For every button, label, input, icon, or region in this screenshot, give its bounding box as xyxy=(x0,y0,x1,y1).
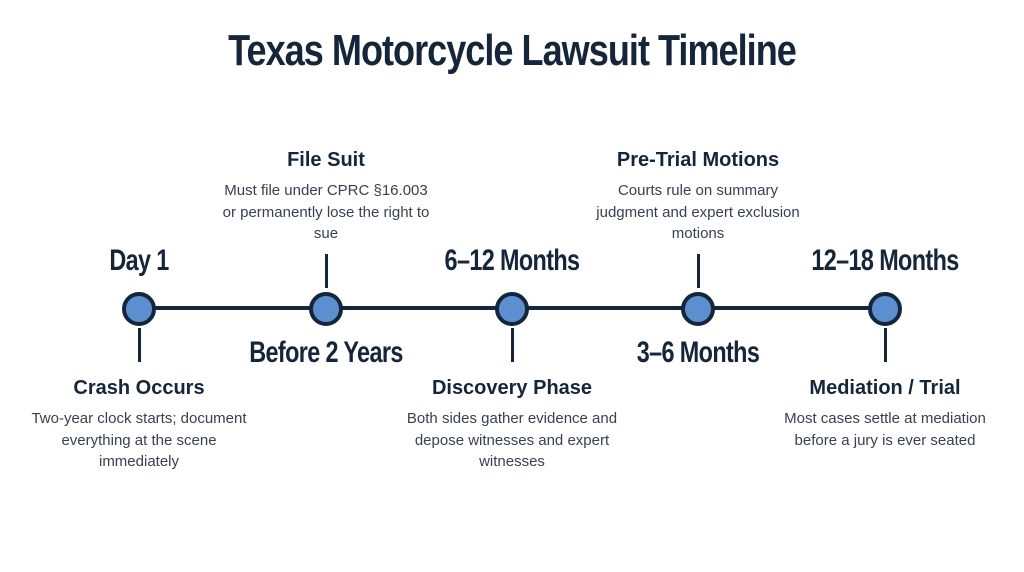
milestone-heading: Mediation / Trial xyxy=(809,377,961,399)
connector-discovery xyxy=(511,328,514,362)
connector-mediation xyxy=(884,328,887,362)
milestone-card-pre-trial-motions: Pre-Trial Motions Courts rule on summary… xyxy=(588,149,808,245)
timeline-node-pre-trial xyxy=(681,292,715,326)
milestone-card-crash-occurs: Crash Occurs Two-year clock starts; docu… xyxy=(29,377,249,473)
time-label-6-12-months: 6–12 Months xyxy=(444,244,581,277)
connector-pre-trial xyxy=(697,254,700,288)
timeline-node-file-suit xyxy=(309,292,343,326)
milestone-description: Courts rule on summary judgment and expe… xyxy=(596,182,800,242)
timeline-node-day-1 xyxy=(122,292,156,326)
milestone-card-mediation-trial: Mediation / Trial Most cases settle at m… xyxy=(775,377,995,451)
milestone-heading: Crash Occurs xyxy=(73,377,205,399)
milestone-description: Most cases settle at mediation before a … xyxy=(784,410,986,449)
time-label-3-6-months: 3–6 Months xyxy=(636,336,760,369)
connector-day-1 xyxy=(138,328,141,362)
milestone-description: Must file under CPRC §16.003 or permanen… xyxy=(222,182,430,242)
page-title: Texas Motorcycle Lawsuit Timeline xyxy=(228,26,797,75)
timeline-node-discovery xyxy=(495,292,529,326)
milestone-description: Two-year clock starts; document everythi… xyxy=(31,410,247,470)
milestone-card-discovery-phase: Discovery Phase Both sides gather eviden… xyxy=(402,377,622,473)
milestone-heading: Pre-Trial Motions xyxy=(616,149,780,171)
milestone-description: Both sides gather evidence and depose wi… xyxy=(406,410,618,470)
milestone-card-file-suit: File Suit Must file under CPRC §16.003 o… xyxy=(216,149,436,245)
timeline-node-mediation xyxy=(868,292,902,326)
time-label-day-1: Day 1 xyxy=(109,244,169,277)
connector-file-suit xyxy=(325,254,328,288)
milestone-heading: Discovery Phase xyxy=(431,377,593,399)
time-label-12-18-months: 12–18 Months xyxy=(811,244,959,277)
time-label-before-2-years: Before 2 Years xyxy=(249,336,403,369)
milestone-heading: File Suit xyxy=(287,149,365,171)
